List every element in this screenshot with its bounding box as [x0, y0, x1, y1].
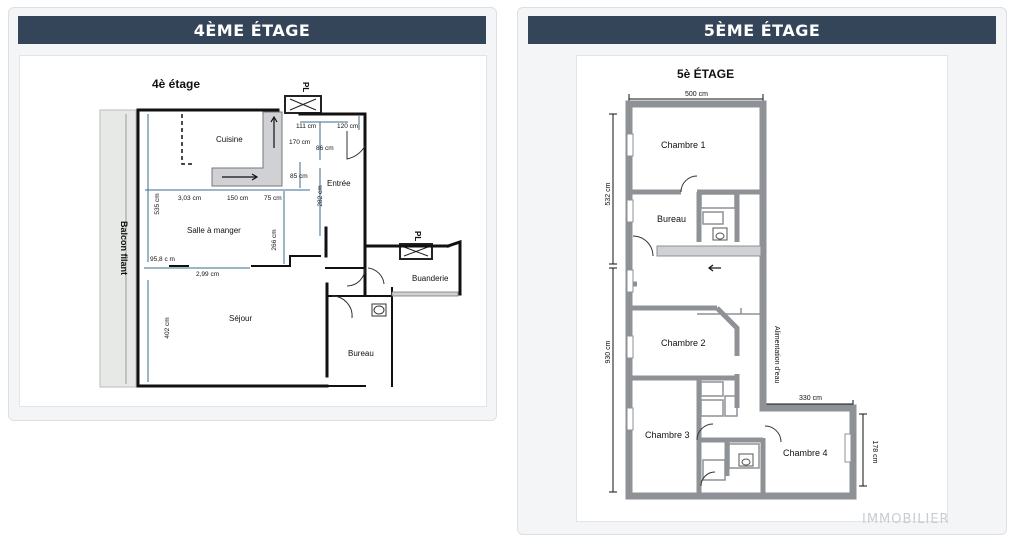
- dim-330: 330 cm: [799, 395, 822, 402]
- plan-title: 4è étage: [152, 77, 200, 91]
- room-sejour: Séjour: [229, 314, 252, 323]
- pl-right-label: PL: [413, 231, 422, 241]
- fixtures: [712, 227, 754, 467]
- room-entree: Entrée: [327, 179, 351, 188]
- dimension-lines: [609, 94, 867, 493]
- right-floor-plan: 5è ÉTAGE: [576, 55, 948, 522]
- right-floor-banner: 5ÈME ÉTAGE: [528, 16, 996, 44]
- doors: [632, 175, 782, 487]
- room-cuisine: Cuisine: [216, 135, 243, 144]
- pl-right: PL: [399, 231, 433, 260]
- room-chambre-1: Chambre 1: [661, 140, 706, 150]
- dim-299: 2,99 cm: [196, 271, 219, 278]
- dim-120: 120 cm: [337, 123, 358, 130]
- dim-111: 111 cm: [296, 123, 316, 130]
- dim-75: 75 cm: [264, 195, 282, 202]
- room-buanderie: Buanderie: [412, 274, 449, 283]
- dim-178: 178 cm: [871, 441, 878, 464]
- hallway-band: [656, 245, 762, 257]
- dim-85: 85 cm: [290, 173, 308, 180]
- agency-watermark: IMMOBILIER: [862, 512, 950, 527]
- room-bureau: Bureau: [657, 214, 686, 224]
- dim-532: 532 cm: [605, 182, 612, 205]
- dim-303: 3,03 cm: [178, 195, 201, 202]
- dimension-lines: [144, 114, 360, 382]
- dim-402: 402 cm: [164, 317, 171, 338]
- laundry-counter: [391, 291, 459, 297]
- dim-930: 930 cm: [605, 340, 612, 363]
- outer-walls: [625, 100, 857, 500]
- dim-150: 150 cm: [227, 195, 248, 202]
- room-salle-a-manger: Salle à manger: [187, 226, 241, 235]
- dim-170: 170 cm: [289, 139, 310, 146]
- left-floor-banner: 4ÈME ÉTAGE: [18, 16, 486, 44]
- plan-title: 5è ÉTAGE: [677, 66, 734, 81]
- left-floor-plan: 4è étage Balcon filant PL PL: [19, 55, 487, 407]
- balcony-label: Balcon filant: [119, 221, 129, 275]
- doors: [331, 131, 387, 319]
- dim-500: 500 cm: [685, 91, 708, 98]
- walls: [136, 108, 462, 388]
- dimension-labels: 500 cm 532 cm 930 cm 330 cm 178 cm: [605, 91, 878, 464]
- dimension-labels: 111 cm 120 cm 170 cm 86 cm 85 cm 282 cm …: [150, 123, 358, 339]
- pl-top: PL: [284, 82, 322, 114]
- water-supply-label: Alimentation d'eau: [773, 326, 780, 383]
- room-chambre-2: Chambre 2: [661, 338, 706, 348]
- room-chambre-4: Chambre 4: [783, 448, 828, 458]
- windows: [626, 133, 852, 463]
- balcony: Balcon filant: [99, 109, 137, 388]
- pl-top-label: PL: [301, 82, 310, 92]
- room-chambre-3: Chambre 3: [645, 430, 690, 440]
- dim-282: 282 cm: [317, 185, 324, 206]
- dim-958: 95,8 c m: [150, 256, 175, 263]
- hallway-arrowhead: [708, 264, 714, 272]
- kitchen-counter: [181, 111, 283, 187]
- dim-86: 86 cm: [316, 145, 334, 152]
- room-bureau: Bureau: [348, 349, 374, 358]
- dim-266: 266 cm: [271, 229, 278, 250]
- partitions: [697, 193, 761, 481]
- dim-535: 535 cm: [154, 193, 161, 214]
